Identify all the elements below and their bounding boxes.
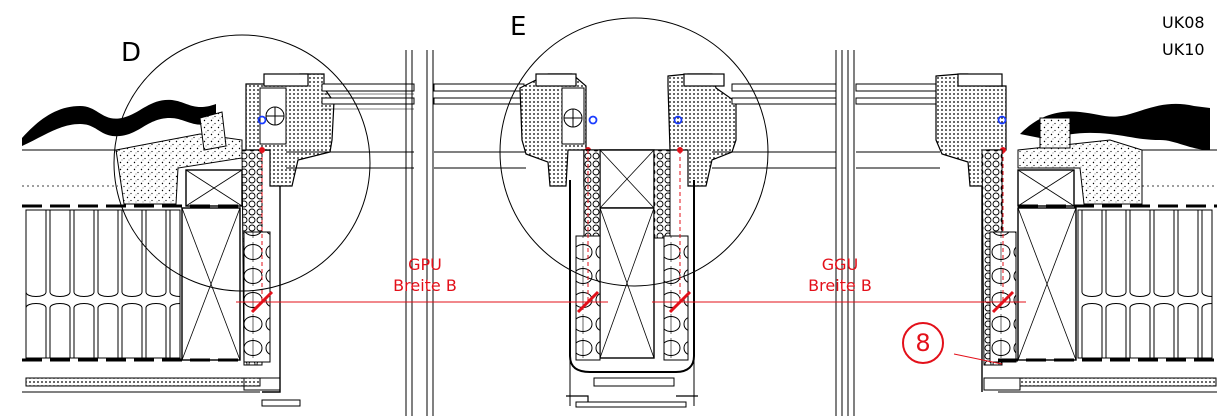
dimension-lines	[236, 150, 1026, 365]
roof-tile-left	[22, 99, 216, 146]
dimension-label-gpu-name: GPU	[408, 255, 442, 274]
middle-section	[433, 73, 837, 408]
position-marker: 8	[902, 322, 944, 364]
right-roof-section	[855, 73, 1217, 393]
dimension-label-ggu-name: GGU	[821, 255, 859, 274]
detail-label-e: E	[510, 12, 527, 42]
dimension-label-gpu-text: Breite B	[393, 276, 457, 295]
dimension-label-gpu: GPU Breite B	[370, 254, 480, 296]
dimension-label-ggu-text: Breite B	[808, 276, 872, 295]
dimension-label-ggu: GGU Breite B	[785, 254, 895, 296]
window-frame-middle-right	[667, 73, 737, 187]
left-roof-section	[22, 73, 415, 407]
model-code-2: UK10	[1162, 40, 1205, 59]
detail-circle-e	[499, 17, 769, 287]
marker-leader	[953, 353, 1003, 365]
detail-circle-d	[113, 34, 371, 292]
detail-label-d: D	[121, 38, 142, 68]
model-code-1: UK08	[1162, 13, 1205, 32]
break-lines	[405, 50, 855, 416]
